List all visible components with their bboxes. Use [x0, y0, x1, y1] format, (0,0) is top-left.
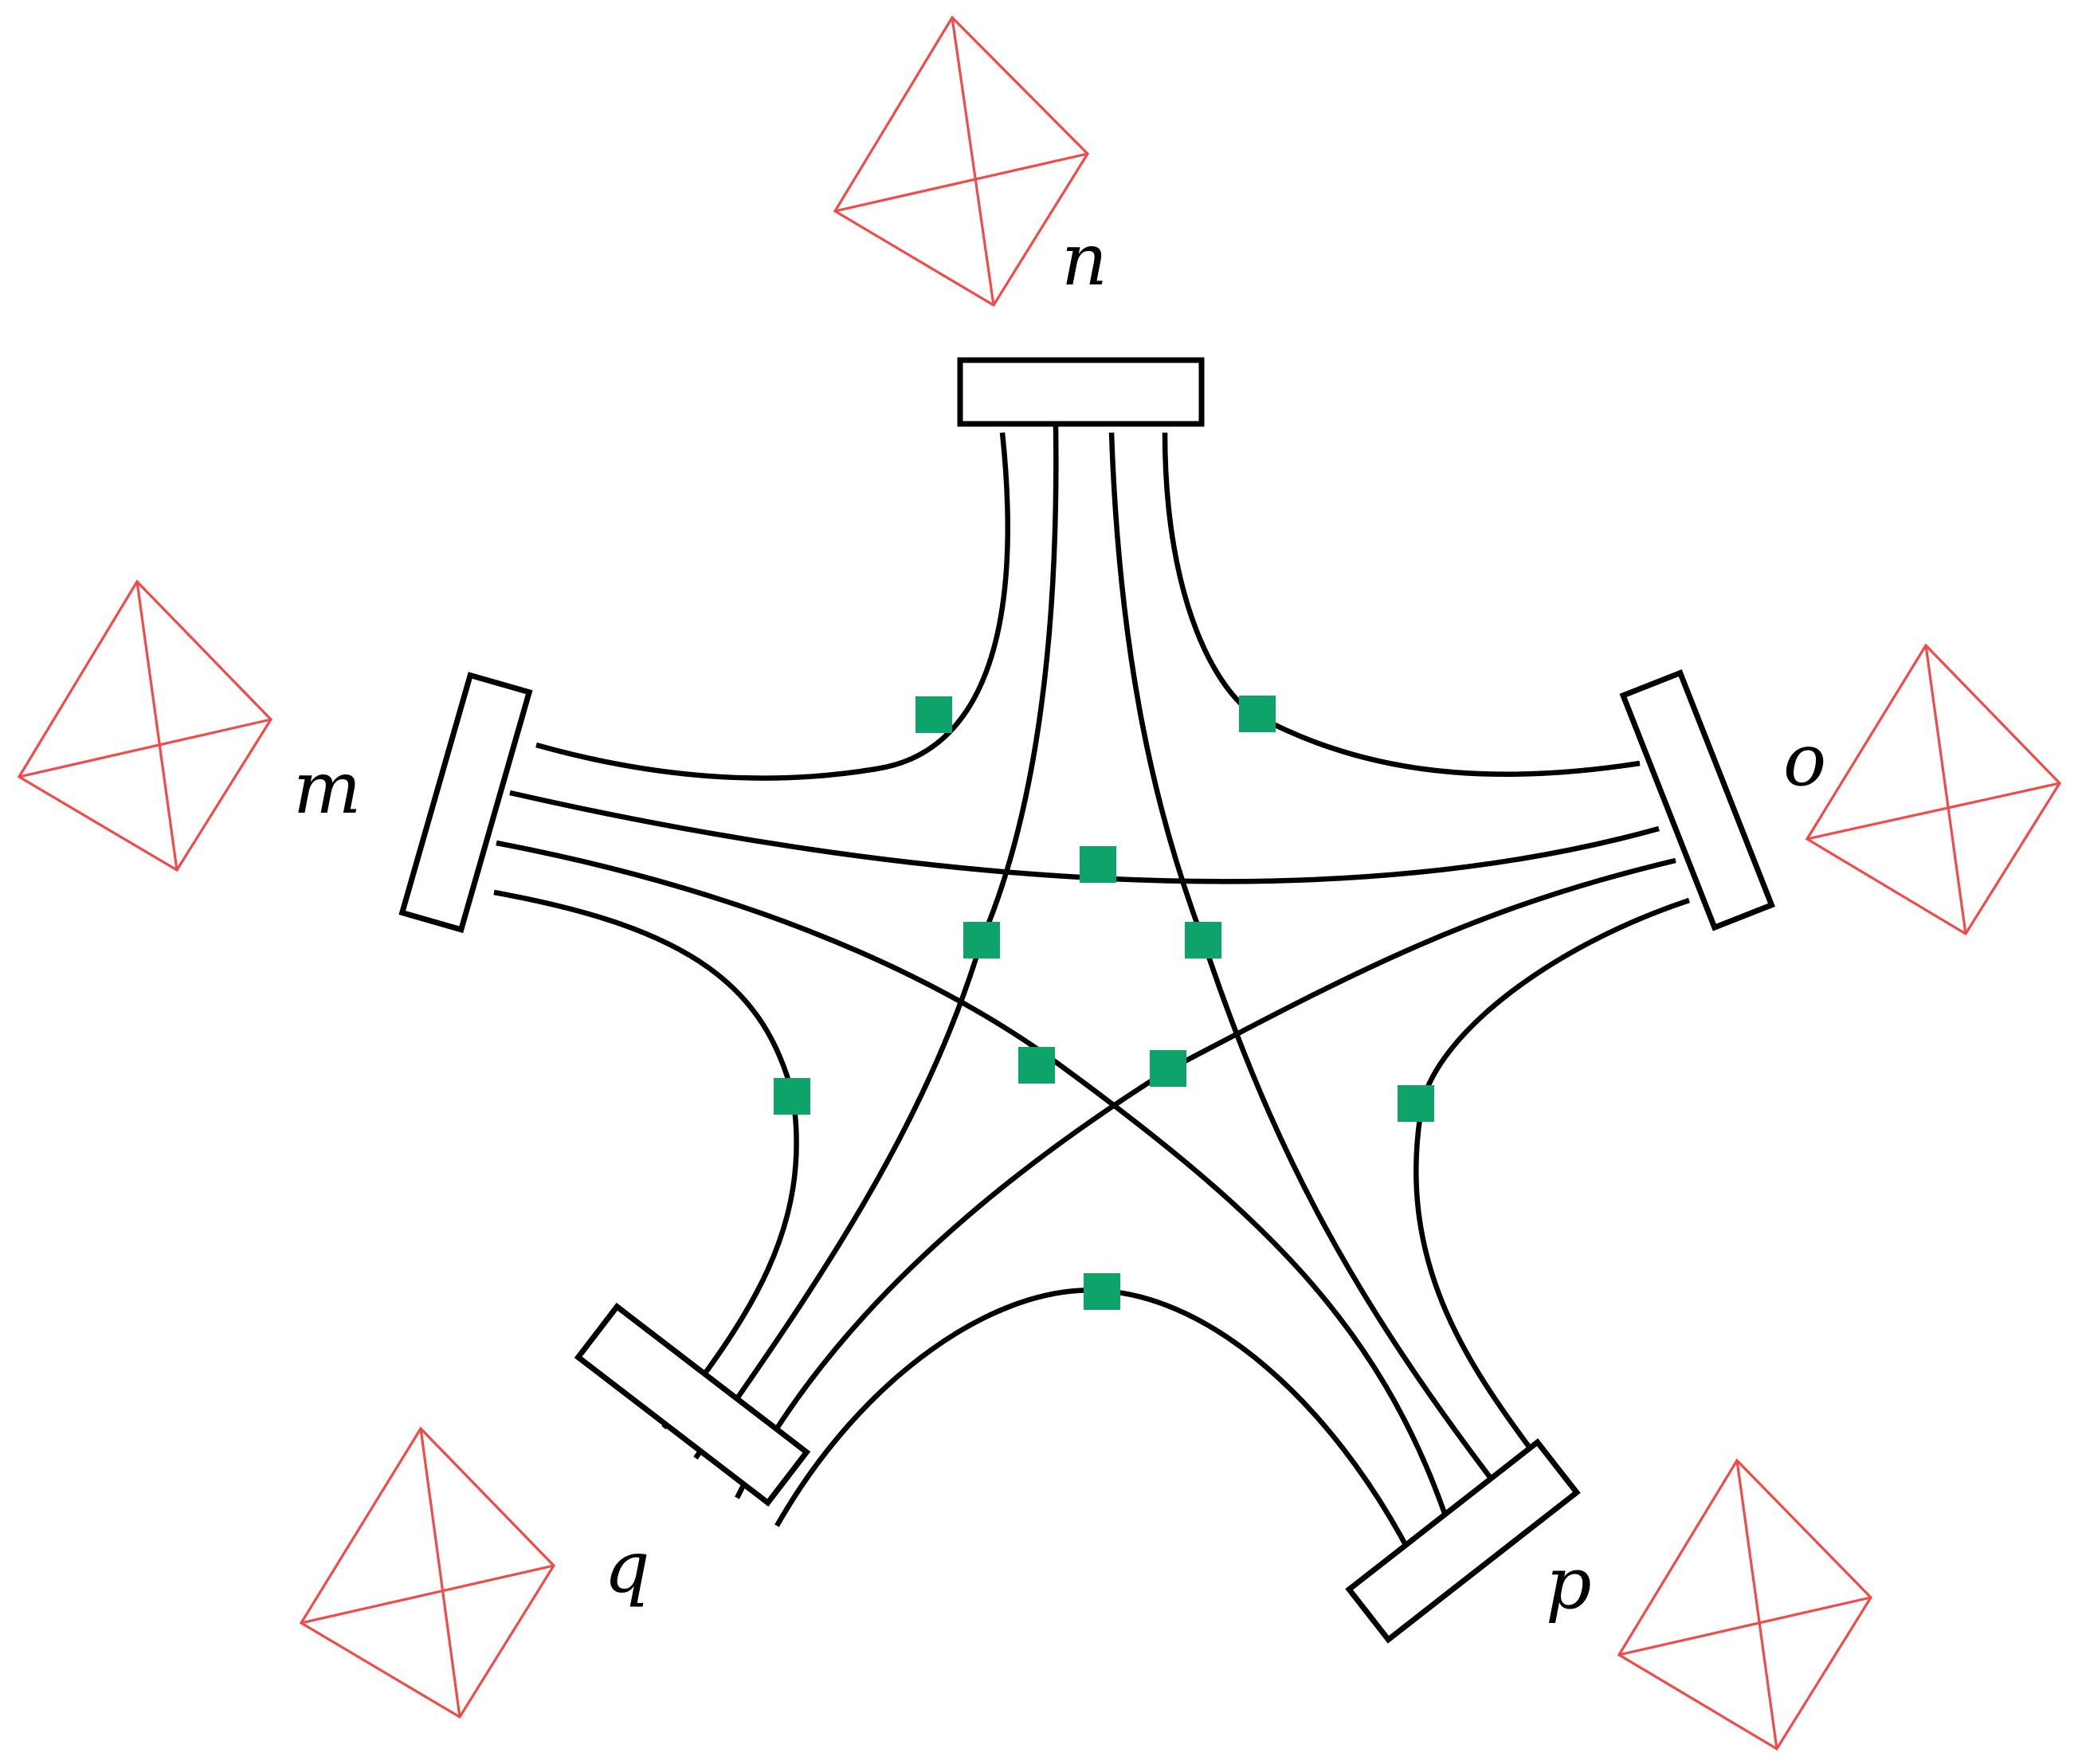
tetrahedron-icons: [17, 15, 2062, 1751]
label-q: q: [604, 1526, 650, 1609]
marker-square: [1239, 696, 1276, 732]
node-labels: n m o q p: [293, 218, 1826, 1625]
marker-square: [1150, 1050, 1186, 1087]
marker-square: [1080, 846, 1116, 883]
curve-m-p: [496, 840, 1449, 1519]
marker-square: [1084, 1273, 1120, 1310]
label-n: n: [1061, 218, 1108, 302]
box-p: [1345, 1438, 1581, 1644]
curve-q-p: [774, 1288, 1413, 1555]
marker-square: [915, 696, 952, 733]
marker-square: [963, 922, 1000, 958]
nodes: [398, 357, 1775, 1644]
tetrahedron-icon-p: [1617, 1458, 1873, 1751]
box-n: [957, 357, 1205, 427]
marker-square: [1398, 1085, 1434, 1122]
tetrahedron-icon-q: [299, 1426, 556, 1719]
marker-square: [1018, 1047, 1055, 1084]
box-q: [574, 1303, 811, 1507]
label-p: p: [1546, 1542, 1592, 1625]
curve-n-o: [1162, 432, 1641, 778]
curve-n-p: [1108, 432, 1495, 1482]
marker-square: [1185, 922, 1221, 958]
curve-n-m: [535, 432, 1010, 781]
box-o: [1619, 669, 1775, 931]
label-o: o: [1783, 719, 1826, 802]
curve-o-p: [1413, 897, 1691, 1458]
tetrahedron-icon-o: [1805, 643, 2062, 936]
box-m: [398, 672, 533, 934]
label-m: m: [293, 747, 361, 830]
marker-square: [774, 1078, 810, 1115]
markers: [774, 696, 1434, 1310]
tetrahedron-icon-m: [17, 579, 273, 872]
tetrahedron-icon-n: [833, 15, 1090, 308]
